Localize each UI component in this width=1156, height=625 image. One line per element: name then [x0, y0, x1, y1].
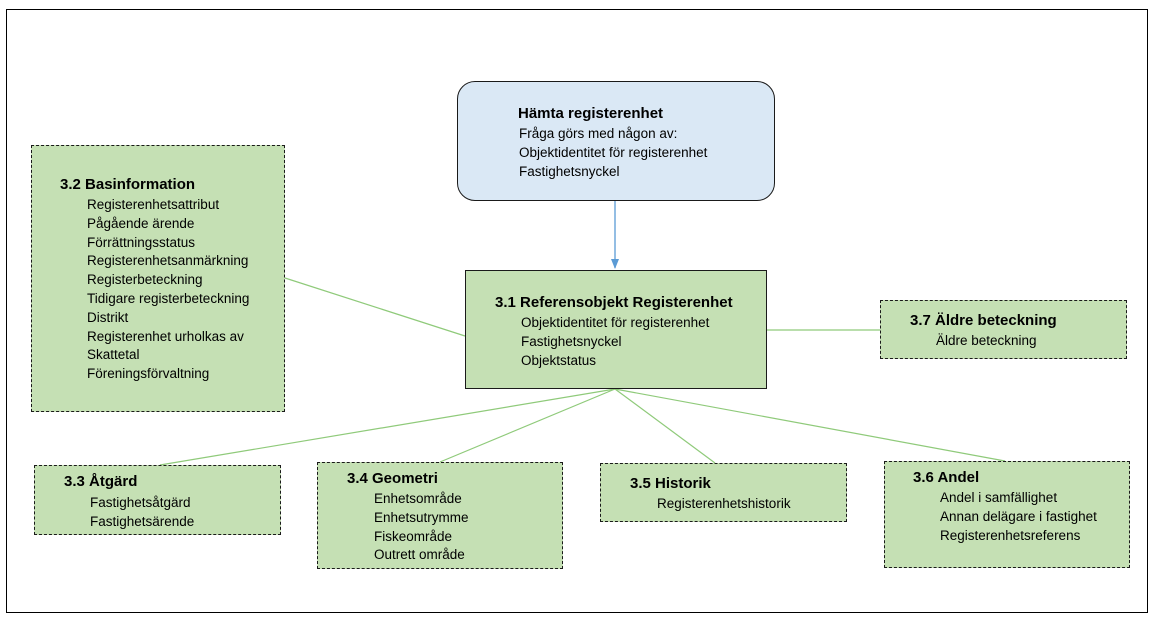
historik-title: 3.5 Historik — [630, 475, 711, 492]
fetch-box-title: Hämta registerenhet — [518, 105, 664, 122]
list-item: Andel i samfällighet — [940, 490, 1058, 505]
older-designation-items: Äldre beteckning — [936, 332, 1037, 351]
atgard-box: 3.3 Åtgärd Fastighetsåtgärd Fastighetsär… — [34, 465, 281, 535]
basinformation-title: 3.2 Basinformation — [60, 176, 196, 193]
line-center-to-historik — [614, 388, 716, 464]
list-item: Fastighetsåtgärd — [90, 495, 191, 510]
basinformation-box: 3.2 Basinformation Registerenhetsattribu… — [31, 145, 285, 412]
reference-box-title: 3.1 Referensobjekt Registerenhet — [495, 294, 733, 311]
fetch-box-items: Fråga görs med någon av: Objektidentitet… — [519, 125, 707, 181]
list-item: Registerenhet urholkas av — [87, 328, 244, 344]
list-item: Registerenhetsanmärkning — [87, 253, 249, 269]
older-designation-title: 3.7 Äldre beteckning — [910, 312, 1057, 329]
older-designation-box: 3.7 Äldre beteckning Äldre beteckning — [880, 300, 1127, 359]
list-item: Fastighetsärende — [90, 513, 195, 529]
list-item: Fiskeområde — [374, 528, 453, 544]
list-item: Objektidentitet för registerenhet — [519, 144, 708, 160]
list-item: Enhetsutrymme — [374, 509, 469, 525]
andel-box: 3.6 Andel Andel i samfällighet Annan del… — [884, 461, 1130, 568]
list-item: Pågående ärende — [87, 215, 195, 231]
list-item: Tidigare registerbeteckning — [87, 290, 250, 306]
line-basinfo-to-center — [284, 277, 466, 337]
list-item: Objektidentitet för registerenhet — [521, 315, 710, 330]
line-center-to-geometri — [439, 388, 616, 463]
list-item: Fastighetsnyckel — [519, 163, 620, 179]
geometri-box: 3.4 Geometri Enhetsområde Enhetsutrymme … — [317, 462, 563, 569]
atgard-items: Fastighetsåtgärd Fastighetsärende — [90, 494, 194, 532]
line-center-to-andel — [614, 388, 1006, 462]
historik-items: Registerenhetshistorik — [657, 495, 791, 514]
reference-object-box: 3.1 Referensobjekt Registerenhet Objekti… — [465, 270, 767, 389]
historik-box: 3.5 Historik Registerenhetshistorik — [600, 463, 847, 522]
list-item: Objektstatus — [521, 352, 597, 368]
list-item: Registerbeteckning — [87, 272, 203, 288]
line-center-to-atgard — [159, 388, 616, 466]
list-item: Fråga görs med någon av: — [519, 126, 678, 141]
geometri-title: 3.4 Geometri — [347, 470, 438, 487]
fetch-registerenhet-box: Hämta registerenhet Fråga görs med någon… — [457, 81, 775, 201]
geometri-items: Enhetsområde Enhetsutrymme Fiskeområde O… — [374, 490, 469, 565]
list-item: Föreningsförvaltning — [87, 366, 210, 382]
basinformation-items: Registerenhetsattribut Pågående ärende F… — [87, 196, 249, 384]
list-item: Annan delägare i fastighet — [940, 508, 1097, 524]
list-item: Outrett område — [374, 547, 465, 563]
list-item: Förrättningsstatus — [87, 234, 196, 250]
list-item: Registerenhetshistorik — [657, 496, 791, 511]
list-item: Enhetsområde — [374, 491, 462, 506]
list-item: Fastighetsnyckel — [521, 333, 622, 349]
list-item: Skattetal — [87, 347, 140, 363]
list-item: Distrikt — [87, 309, 129, 325]
andel-items: Andel i samfällighet Annan delägare i fa… — [940, 489, 1097, 545]
list-item: Äldre beteckning — [936, 333, 1037, 348]
andel-title: 3.6 Andel — [913, 469, 980, 486]
list-item: Registerenhetsattribut — [87, 197, 220, 212]
reference-box-items: Objektidentitet för registerenhet Fastig… — [521, 314, 709, 370]
atgard-title: 3.3 Åtgärd — [64, 473, 138, 490]
list-item: Registerenhetsreferens — [940, 527, 1081, 543]
